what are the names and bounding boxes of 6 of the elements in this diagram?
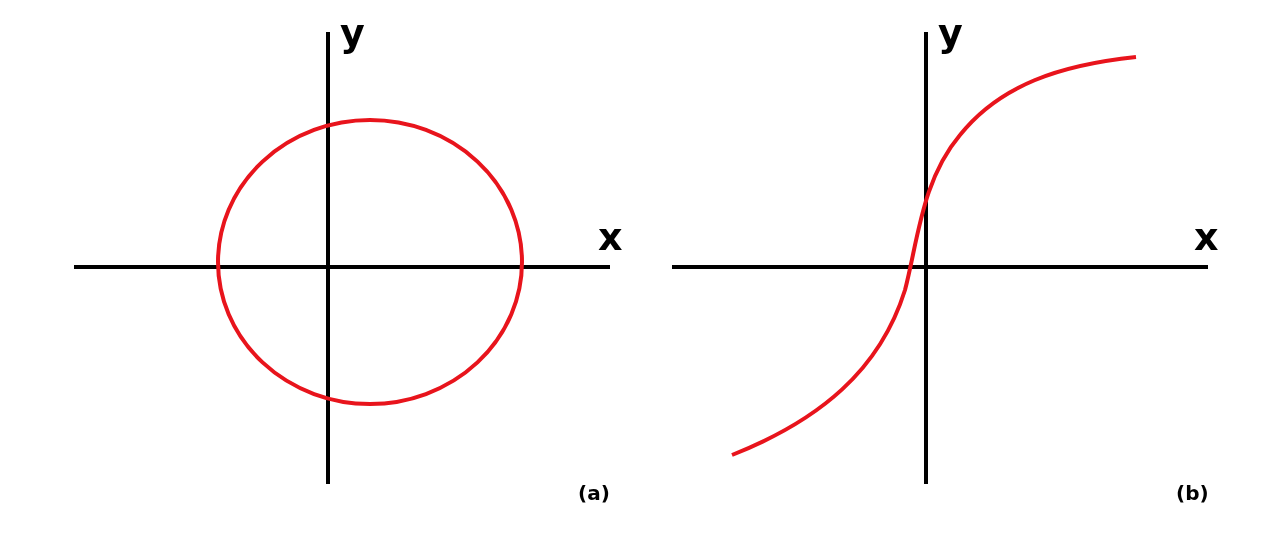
axis-label: y	[340, 14, 365, 52]
panel-label: (a)	[578, 483, 610, 503]
axis-label: x	[598, 218, 623, 256]
axis-label: y	[938, 14, 963, 52]
axis-label: x	[1194, 218, 1219, 256]
panel-label: (b)	[1176, 483, 1209, 503]
